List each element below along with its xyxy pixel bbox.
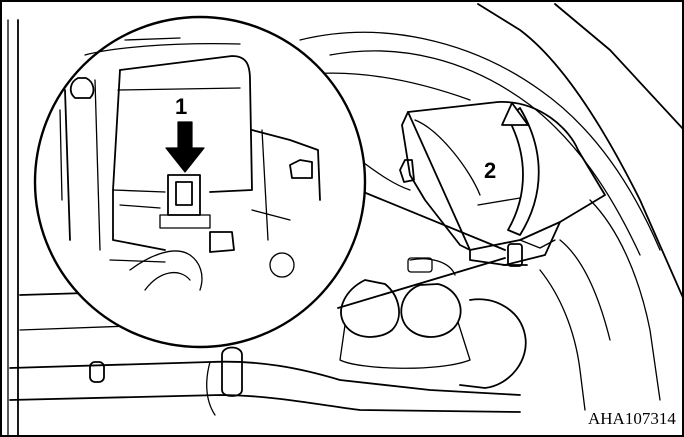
- figure-code: AHA107314: [588, 409, 676, 428]
- magnified-detail: [35, 17, 365, 347]
- step-2-label: 2: [484, 158, 496, 183]
- step-1-label: 1: [175, 94, 187, 119]
